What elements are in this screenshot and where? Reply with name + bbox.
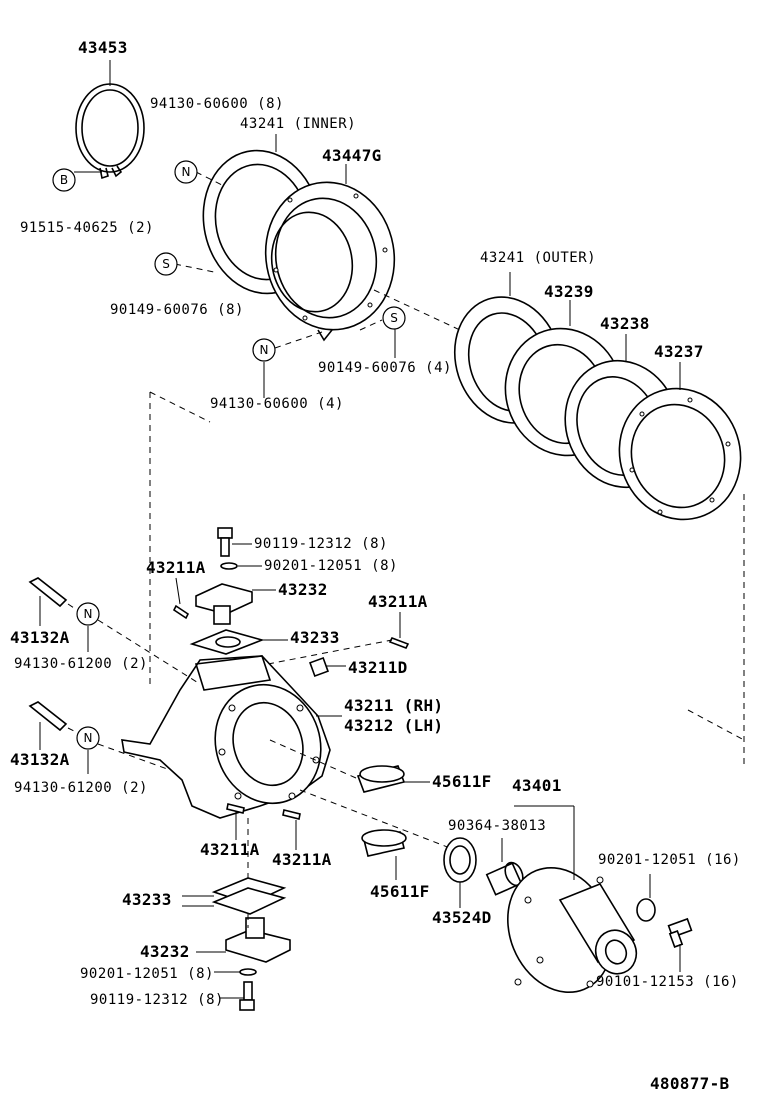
- svg-text:N: N: [260, 343, 269, 357]
- label-43132a-upper: 43132A: [10, 628, 70, 647]
- label-90201-12051-16: 90201-12051 (16): [598, 852, 741, 868]
- label-94130-61200-lower: 94130-61200 (2): [14, 780, 148, 796]
- badge-n-4: N: [76, 726, 100, 750]
- label-43132a-lower: 43132A: [10, 750, 70, 769]
- bolt-43211a-right: [388, 636, 410, 650]
- label-43212-lh: 43212 (LH): [344, 716, 444, 735]
- label-43241-inner: 43241 (INNER): [240, 116, 357, 132]
- label-43211a-2: 43211A: [368, 592, 428, 611]
- label-90149-60076-4: 90149-60076 (4): [318, 360, 452, 376]
- plug-43211d: [309, 657, 329, 677]
- label-43237: 43237: [654, 342, 704, 361]
- shim-43233-top: [189, 629, 265, 655]
- badge-s-1: S: [154, 252, 178, 276]
- seal-43447g: [264, 181, 396, 342]
- label-43239: 43239: [544, 282, 594, 301]
- bolt-90119-top: [217, 527, 233, 557]
- label-90119-12312-bottom: 90119-12312 (8): [90, 992, 224, 1008]
- label-43238: 43238: [600, 314, 650, 333]
- label-90119-12312-top: 90119-12312 (8): [254, 536, 388, 552]
- label-43232-top: 43232: [278, 580, 328, 599]
- label-43241-outer: 43241 (OUTER): [480, 250, 597, 266]
- label-43233-bottom: 43233: [122, 890, 172, 909]
- label-43453: 43453: [78, 38, 128, 57]
- label-43524d: 43524D: [432, 908, 492, 927]
- label-43401: 43401: [512, 776, 562, 795]
- steering-arm-43232-top: [195, 583, 253, 625]
- badge-n-2: N: [252, 338, 276, 362]
- plate-43237: [618, 387, 742, 521]
- badge-s-2: S: [382, 306, 406, 330]
- bolt-90101: [667, 917, 693, 948]
- label-43211a-3: 43211A: [200, 840, 260, 859]
- steering-arm-43232-bottom: [225, 917, 291, 963]
- label-45611f-upper: 45611F: [432, 772, 492, 791]
- label-94130-61200-upper: 94130-61200 (2): [14, 656, 148, 672]
- label-91515-40625: 91515-40625 (2): [20, 220, 154, 236]
- label-45611f-lower: 45611F: [370, 882, 430, 901]
- shim-43233-bottom: [211, 877, 287, 915]
- bolt-43211a-lower-left: [226, 803, 245, 814]
- svg-text:B: B: [60, 173, 68, 187]
- svg-text:N: N: [84, 607, 93, 621]
- oil-seal-45611f-lower: [361, 829, 407, 857]
- label-43232-bottom: 43232: [140, 942, 190, 961]
- label-90201-12051-top: 90201-12051 (8): [264, 558, 398, 574]
- snap-ring-43453: [75, 83, 145, 180]
- figure-id: 480877-B: [650, 1074, 730, 1093]
- badge-n-3: N: [76, 602, 100, 626]
- spindle-43401: [507, 866, 638, 994]
- badge-n-1: N: [174, 160, 198, 184]
- label-90364-38013: 90364-38013: [448, 818, 547, 834]
- label-43447g: 43447G: [322, 146, 382, 165]
- svg-text:S: S: [390, 311, 398, 325]
- thrust-washer-43524d: [443, 837, 477, 883]
- label-94130-60600-8: 94130-60600 (8): [150, 96, 284, 112]
- oil-seal-45611f-upper: [356, 765, 406, 793]
- svg-text:N: N: [182, 165, 191, 179]
- label-90149-60076-8: 90149-60076 (8): [110, 302, 244, 318]
- label-43211-rh: 43211 (RH): [344, 696, 444, 715]
- label-43211d: 43211D: [348, 658, 408, 677]
- label-90201-12051-bottom: 90201-12051 (8): [80, 966, 214, 982]
- washer-90201-16: [636, 898, 656, 922]
- bolt-90119-bottom: [239, 981, 255, 1011]
- bolt-43211a-top: [172, 604, 190, 620]
- bolt-43211a-lower-right: [282, 809, 301, 820]
- bolt-43132a-lower: [28, 701, 68, 732]
- label-43211a-1: 43211A: [146, 558, 206, 577]
- steering-knuckle-43211: [121, 655, 331, 819]
- label-43211a-4: 43211A: [272, 850, 332, 869]
- label-94130-60600-4: 94130-60600 (4): [210, 396, 344, 412]
- bolt-43132a-upper: [28, 577, 68, 608]
- svg-text:N: N: [84, 731, 93, 745]
- label-90101-12153-16: 90101-12153 (16): [596, 974, 739, 990]
- label-43233-top: 43233: [290, 628, 340, 647]
- badge-b: B: [52, 168, 76, 192]
- svg-text:S: S: [162, 257, 170, 271]
